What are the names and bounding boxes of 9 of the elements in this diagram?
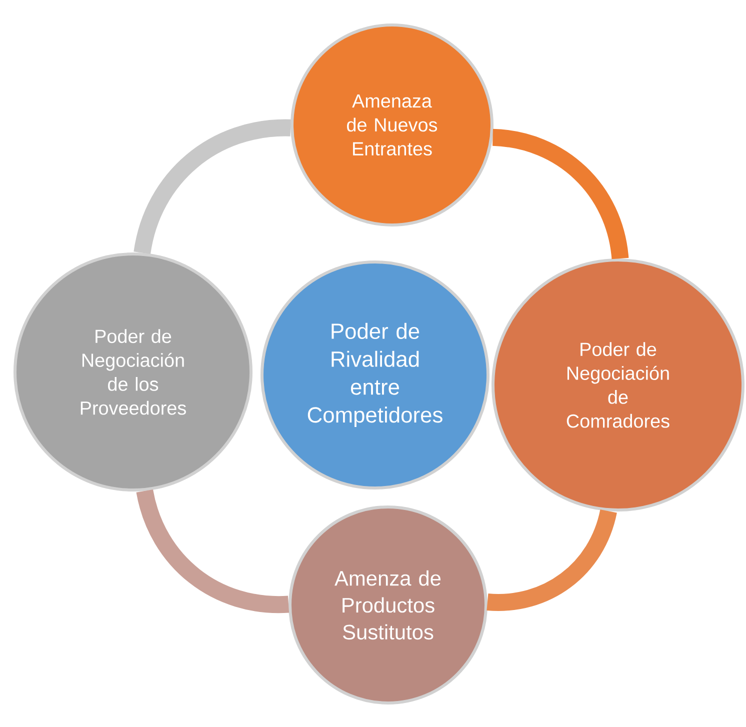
circle-node: Amenza de Productos Sustitutos: [288, 505, 488, 704]
ring-arc: [487, 509, 617, 611]
ring-arc: [492, 128, 629, 260]
ring-arc: [136, 488, 289, 613]
circle-node: Amenaza de Nuevos Entrantes: [290, 24, 494, 226]
circle-node: Poder de Negociación de los Proveedores: [14, 252, 252, 492]
circle-node: Poder de Negociación de Comradores: [492, 258, 744, 512]
circle-node: Poder de Rivalidad entre Competidores: [260, 260, 490, 490]
ring-arc: [134, 119, 291, 254]
